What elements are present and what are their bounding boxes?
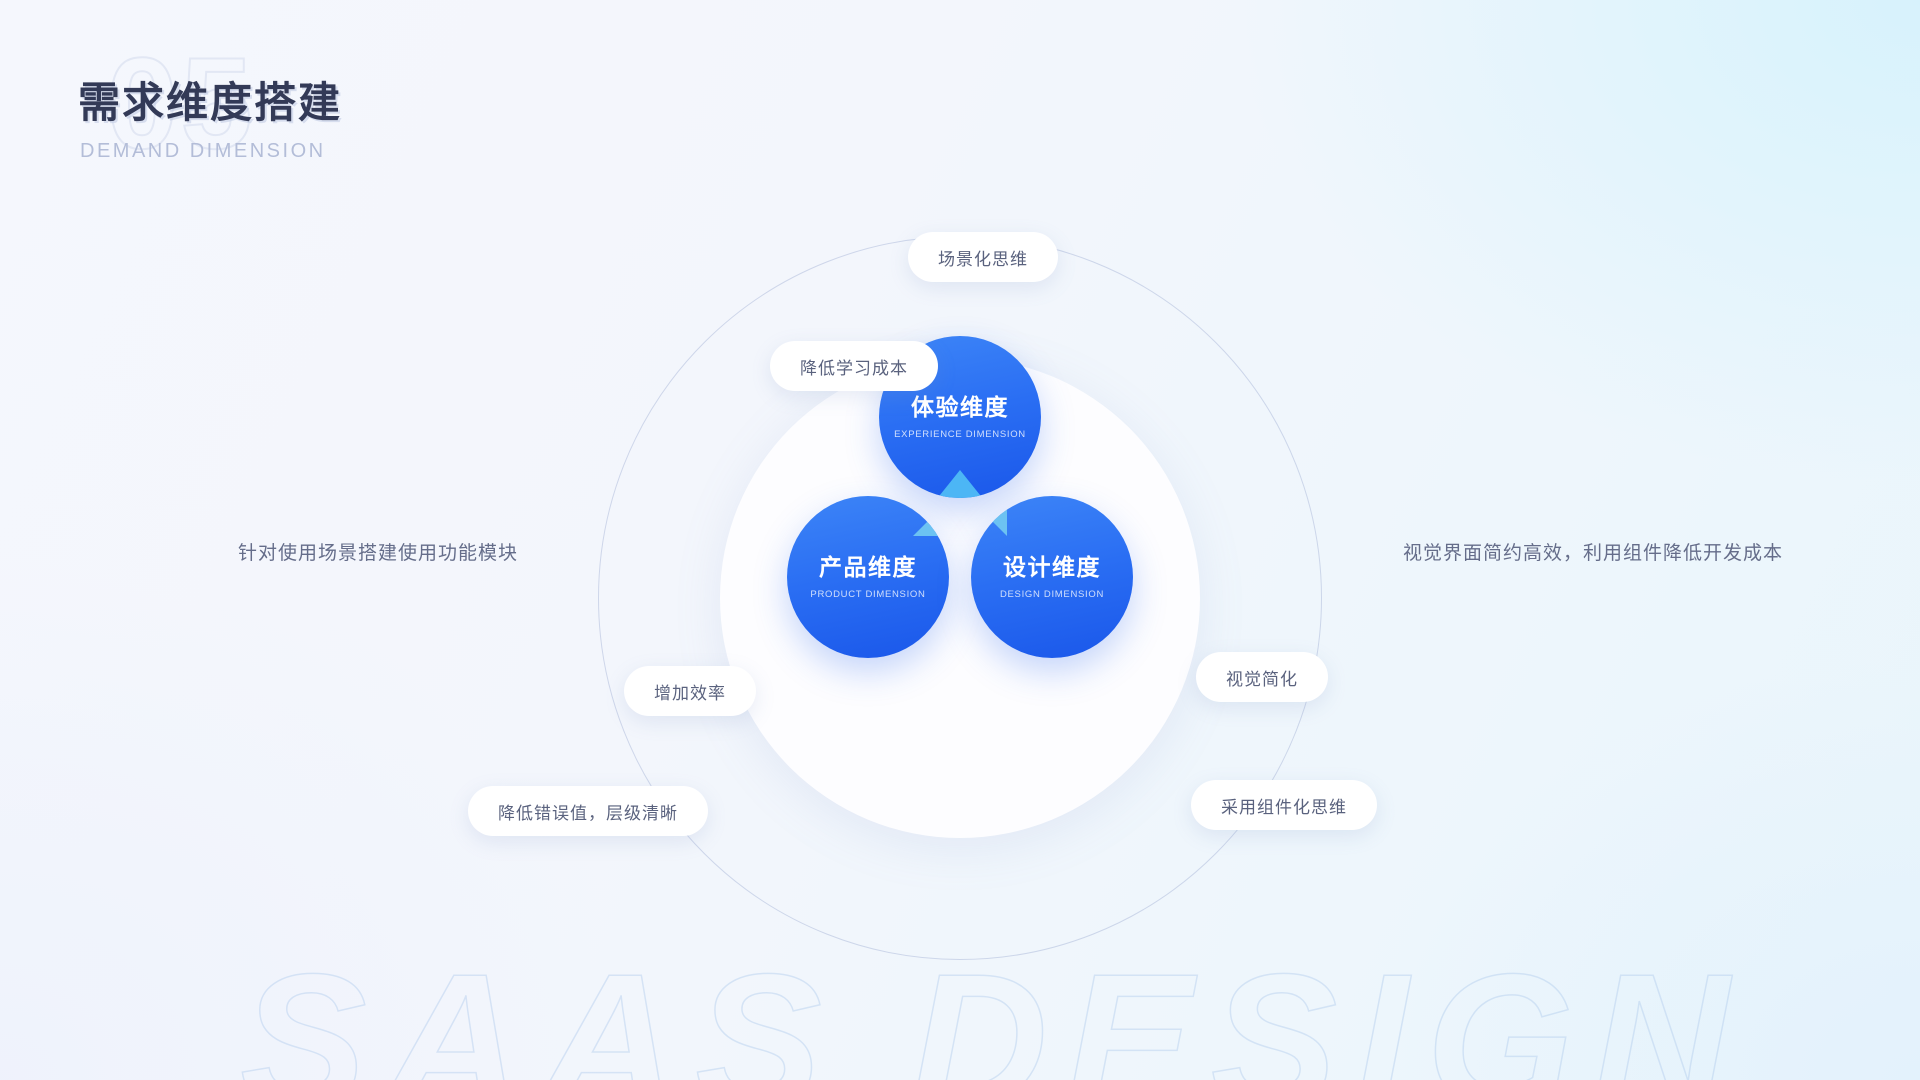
dimension-label-cn: 体验维度 (911, 394, 1009, 421)
caption-left: 针对使用场景搭建使用功能模块 (238, 543, 519, 564)
dimension-circle-experience[interactable]: 体验维度 EXPERIENCE DIMENSION (879, 336, 1041, 498)
triangle-pointer-icon (977, 506, 1007, 536)
page-title: 需求维度搭建 (78, 79, 343, 126)
triangle-pointer-icon (936, 470, 984, 498)
dimension-label-en: EXPERIENCE DIMENSION (894, 428, 1026, 440)
dimension-circle-product[interactable]: 产品维度 PRODUCT DIMENSION (787, 496, 949, 658)
dimension-diagram: 体验维度 EXPERIENCE DIMENSION 产品维度 PRODUCT D… (598, 236, 1322, 960)
dimension-label-cn: 设计维度 (1003, 554, 1101, 581)
pill-learning[interactable]: 降低学习成本 (770, 341, 938, 391)
dimension-label-en: DESIGN DIMENSION (999, 588, 1105, 600)
slide-header: 05 需求维度搭建 DEMAND DIMENSION (78, 37, 778, 169)
caption-right: 视觉界面简约高效，利用组件降低开发成本 (1403, 543, 1784, 564)
pill-component[interactable]: 采用组件化思维 (1191, 780, 1377, 830)
dimension-label-en: PRODUCT DIMENSION (810, 588, 926, 600)
triangle-pointer-icon (913, 506, 943, 536)
pill-visual[interactable]: 视觉简化 (1196, 652, 1328, 702)
dimension-label-cn: 产品维度 (819, 554, 917, 581)
dimension-circle-design[interactable]: 设计维度 DESIGN DIMENSION (971, 496, 1133, 658)
pill-scene[interactable]: 场景化思维 (908, 232, 1058, 282)
page-subtitle: DEMAND DIMENSION (80, 140, 326, 163)
footer-watermark: SAAS DESIGN (239, 935, 1748, 1080)
pill-error[interactable]: 降低错误值，层级清晰 (468, 786, 708, 836)
pill-efficiency[interactable]: 增加效率 (624, 666, 756, 716)
